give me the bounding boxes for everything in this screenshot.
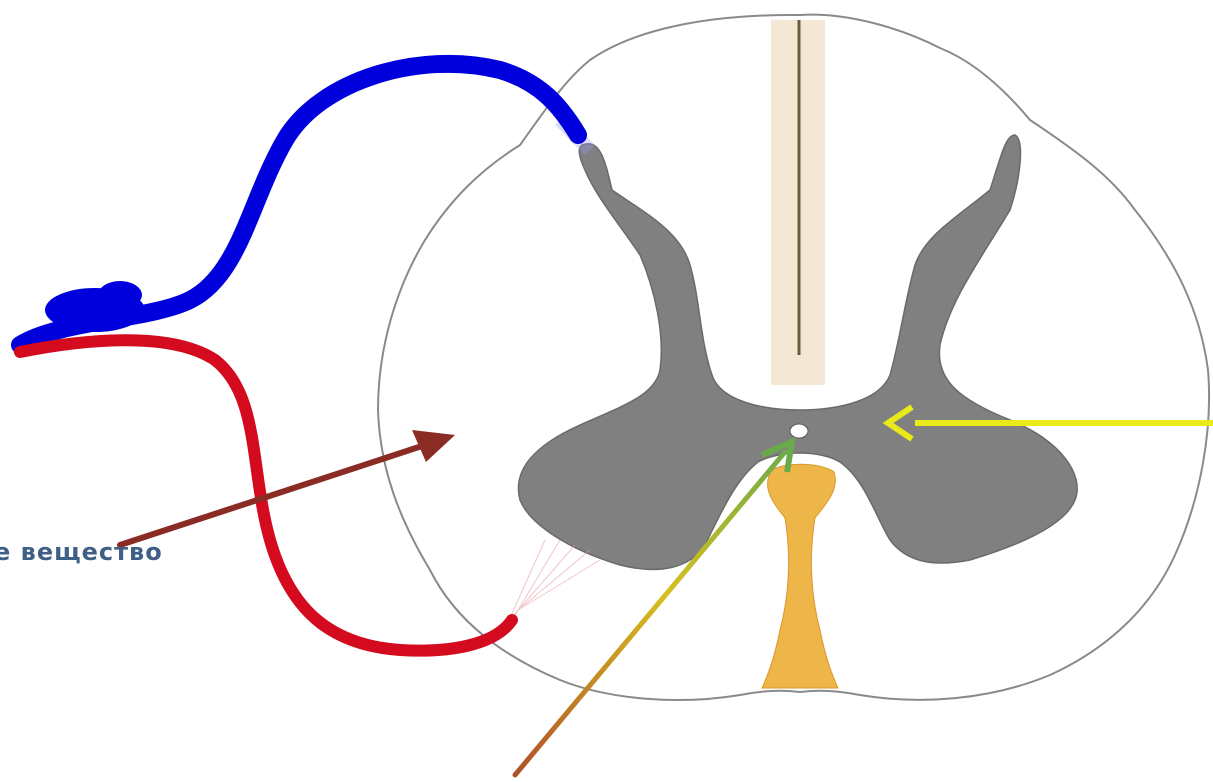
white-matter-label: е вещество [0,538,163,566]
dorsal-root-ganglion-bump [98,281,142,309]
central-canal [790,424,808,438]
